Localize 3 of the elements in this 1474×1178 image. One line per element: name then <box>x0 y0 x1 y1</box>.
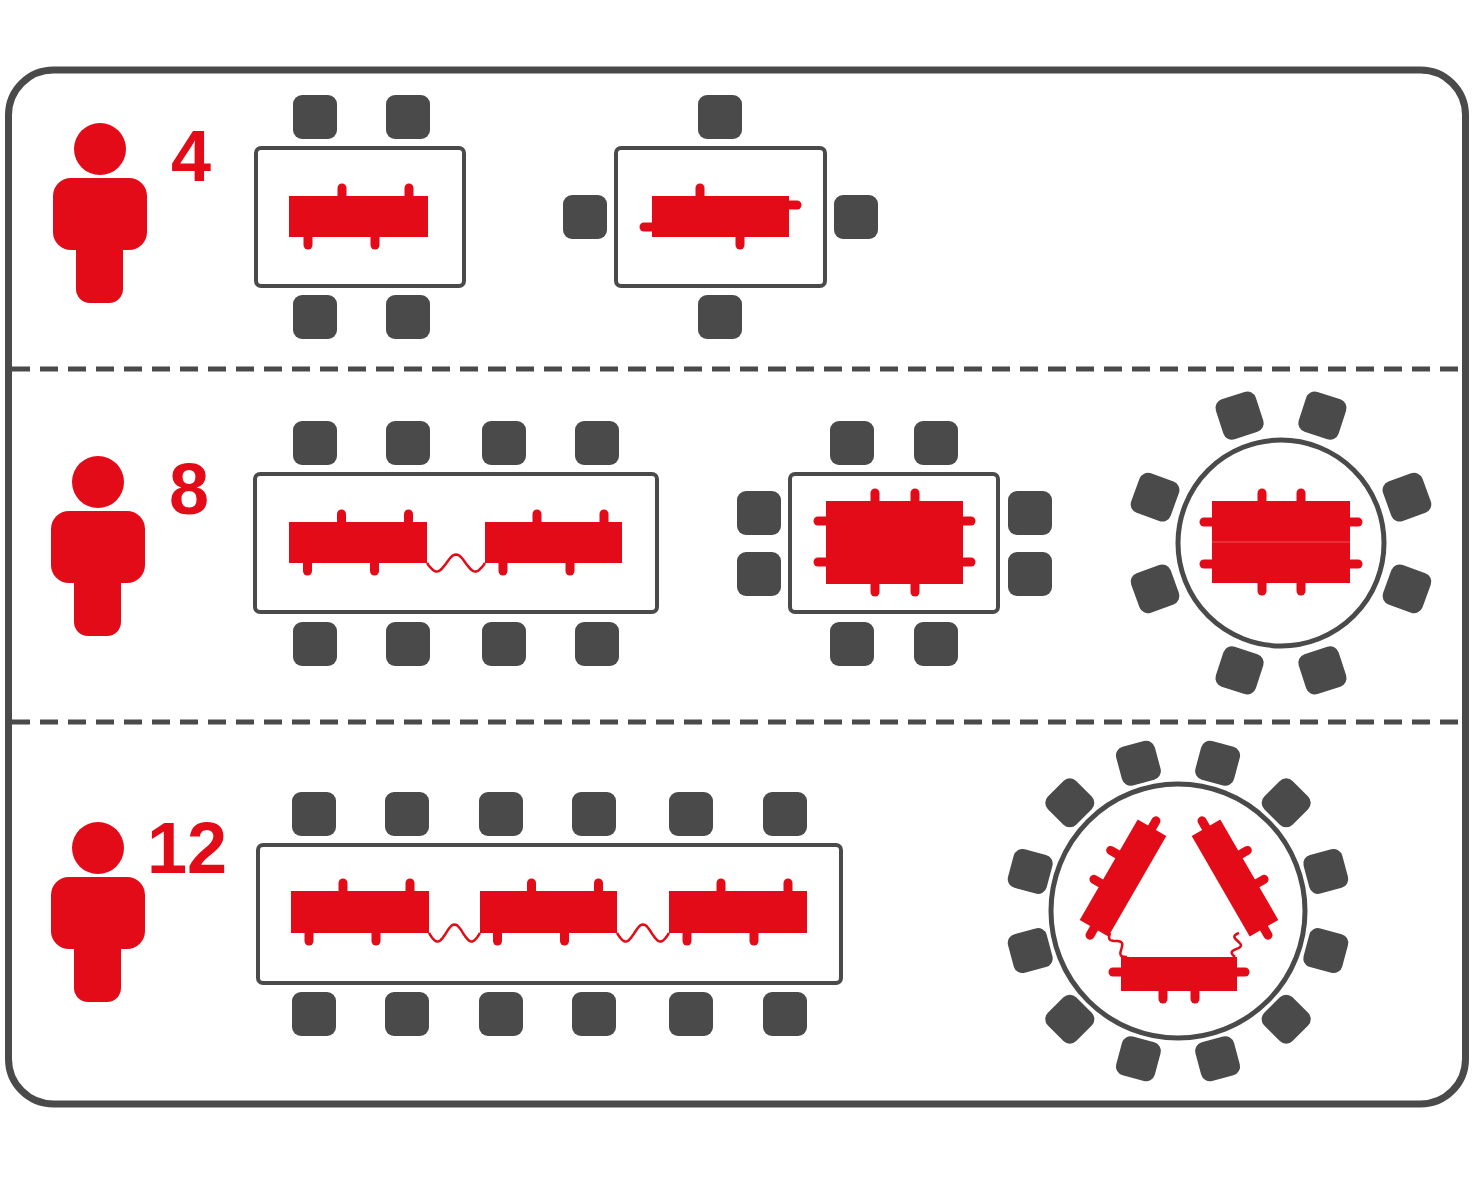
seat-count: 8 <box>169 453 210 525</box>
seat-count: 12 <box>147 812 228 884</box>
seat-count: 4 <box>171 120 212 192</box>
